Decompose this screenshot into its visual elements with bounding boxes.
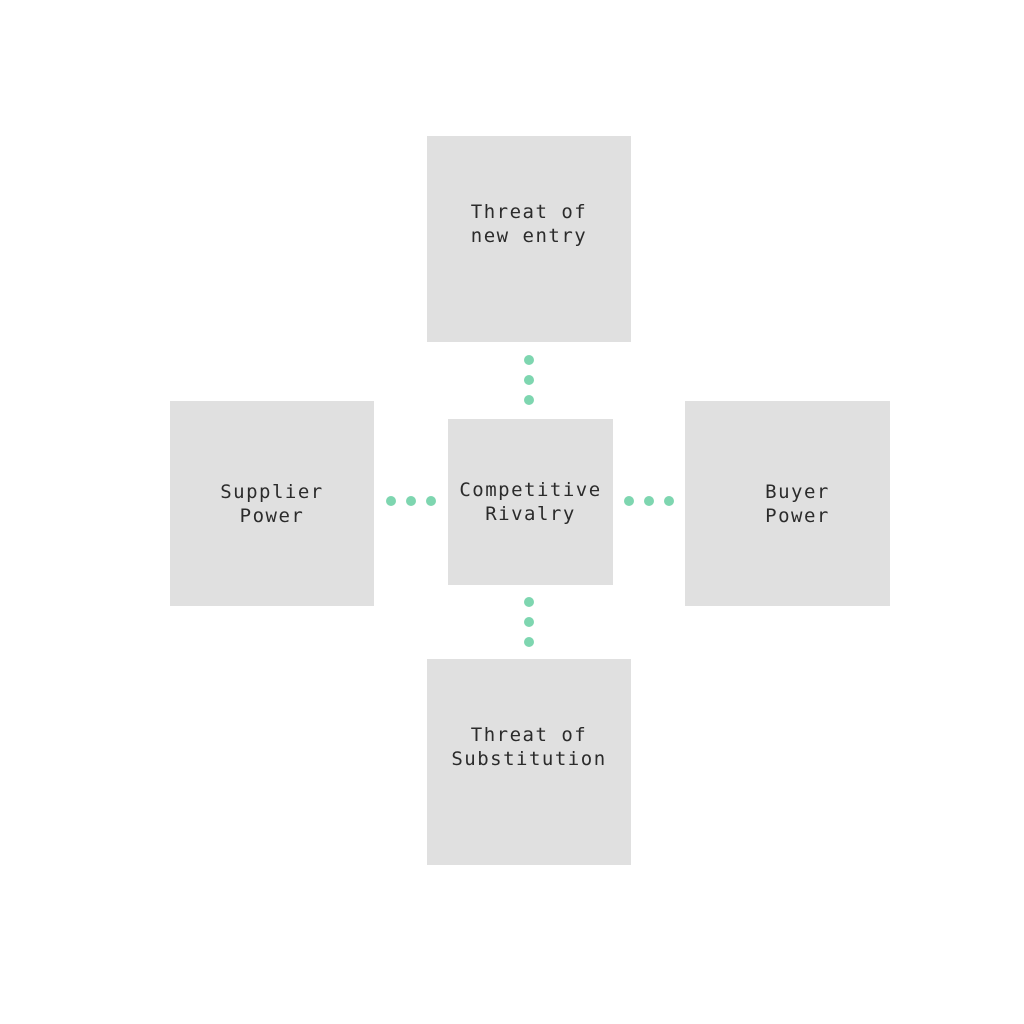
label-line: Competitive: [459, 479, 602, 501]
connector-center-right: [624, 496, 674, 506]
label-line: Buyer: [765, 480, 830, 503]
label-line: Substitution: [451, 748, 607, 770]
label-line: Power: [765, 504, 830, 527]
connector-dot: [524, 395, 534, 405]
connector-center-top: [524, 355, 534, 405]
connector-dot: [524, 617, 534, 627]
connector-center-left: [386, 496, 436, 506]
connector-dot: [406, 496, 416, 506]
connector-dot: [624, 496, 634, 506]
connector-dot: [664, 496, 674, 506]
label-line: Rivalry: [485, 503, 576, 525]
label-line: Threat of: [470, 201, 588, 223]
label-line: Supplier: [220, 480, 324, 503]
connector-dot: [386, 496, 396, 506]
label-line: Threat of: [470, 724, 588, 746]
connector-dot: [524, 375, 534, 385]
connector-dot: [524, 355, 534, 365]
label-line: new entry: [470, 225, 588, 247]
connector-dot: [644, 496, 654, 506]
connector-dot: [524, 637, 534, 647]
connector-center-bottom: [524, 597, 534, 647]
label-line: Power: [239, 504, 305, 527]
connector-dot: [524, 597, 534, 607]
connector-dot: [426, 496, 436, 506]
